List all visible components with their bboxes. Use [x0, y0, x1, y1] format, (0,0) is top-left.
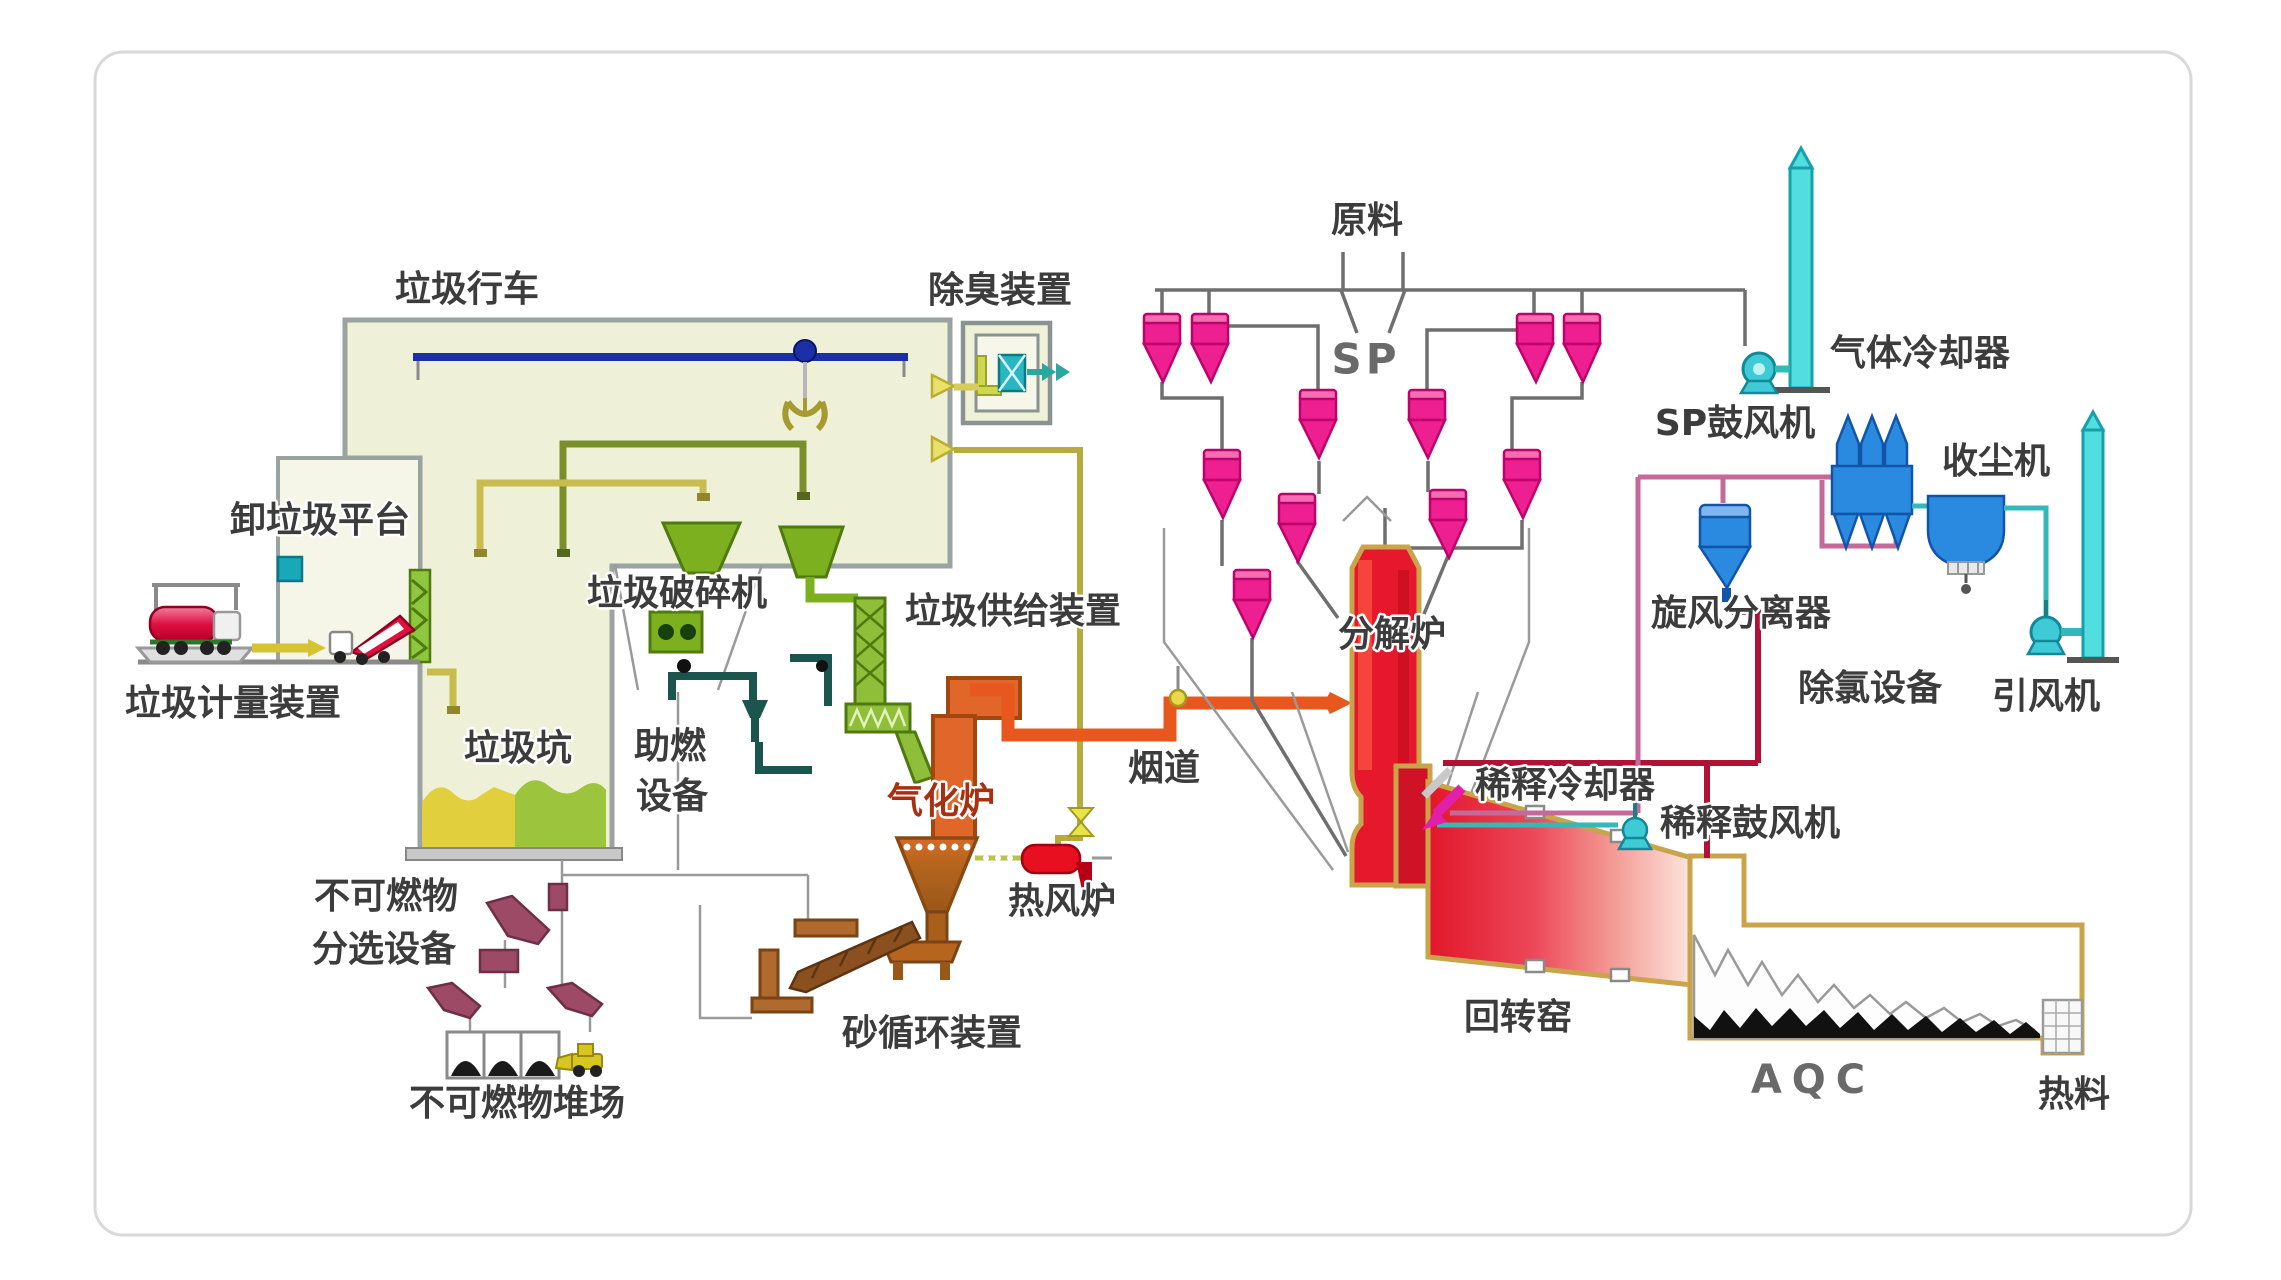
aqc-cooler	[1687, 853, 2085, 1056]
waste-plant-section: 垃圾行车 除臭装置 卸垃圾平台 垃圾计量装置 垃圾坑 垃圾破碎机 助燃 设备 垃…	[122, 267, 1352, 1127]
cement-kiln-section: 原料 SP 分解炉 稀释冷却器 稀释鼓风机 回转窑 AQC 热料 气体冷却器 S…	[1142, 144, 2119, 1118]
label-sand-circulation: 砂循环装置	[842, 1013, 1022, 1054]
pit-waste-yellow	[422, 787, 515, 848]
label-aqc: AQC	[1751, 1057, 1875, 1103]
tanker-truck-icon	[148, 605, 242, 655]
garbage-crane	[413, 339, 908, 432]
clinker-bed-white	[1692, 934, 2036, 1040]
wheel-loader-icon	[554, 1043, 603, 1077]
label-storage-yard: 不可燃物堆场	[409, 1083, 625, 1124]
combustion-aid-equipment	[668, 654, 832, 774]
label-deodorizer: 除臭装置	[928, 270, 1072, 311]
label-combustion-aid-2: 设备	[636, 776, 709, 817]
label-crusher: 垃圾破碎机	[587, 573, 767, 614]
label-sorting-2: 分选设备	[312, 929, 457, 970]
label-hot-clinker: 热料	[2038, 1074, 2110, 1115]
label-feeder: 垃圾供给装置	[905, 591, 1121, 632]
pit-base	[405, 847, 623, 861]
label-raw-material: 原料	[1331, 200, 1403, 241]
label-chlorine-removal: 除氯设备	[1798, 668, 1943, 709]
deodorizer-unit	[960, 320, 1070, 426]
label-garbage-crane: 垃圾行车	[395, 269, 539, 310]
label-hot-blast-stove: 热风炉	[1008, 881, 1116, 922]
label-sorting-1: 不可燃物	[314, 876, 458, 917]
label-dilution-blower: 稀释鼓风机	[1660, 803, 1840, 844]
label-sp: SP	[1331, 335, 1400, 384]
dilution-cooler-piping	[1421, 474, 1899, 858]
bunker-exhaust-pipes	[427, 440, 810, 714]
label-unload-platform: 卸垃圾平台	[230, 500, 410, 541]
platform-sensor	[276, 555, 304, 583]
label-rotary-kiln: 回转窑	[1464, 997, 1572, 1038]
wall-vent-arrows	[930, 372, 1083, 812]
dump-truck-icon	[328, 614, 417, 665]
crane-grab-icon	[782, 398, 828, 432]
crane-trolley	[793, 339, 817, 363]
chlorine-removal-baghouse	[1830, 412, 1914, 552]
weighing-area	[134, 583, 420, 665]
weighbridge	[134, 646, 256, 664]
induced-draft-fan	[2025, 408, 2119, 663]
label-dust-collector: 收尘机	[1942, 441, 2050, 482]
label-gas-cooler: 气体冷却器	[1830, 333, 2011, 374]
hot-blast-stove	[1020, 807, 1112, 890]
label-gasifier: 气化炉	[887, 781, 995, 822]
pit-entry-door	[408, 568, 432, 664]
flue-duct	[970, 666, 1352, 742]
sp-blower	[1738, 351, 1790, 395]
label-weighing-device: 垃圾计量装置	[125, 683, 341, 724]
label-induced-draft-fan: 引风机	[1992, 676, 2100, 717]
label-dilution-cooler: 稀释冷却器	[1475, 765, 1656, 806]
label-garbage-pit: 垃圾坑	[464, 727, 572, 769]
label-combustion-aid-1: 助燃	[634, 726, 707, 767]
label-cyclone-separator: 旋风分离器	[1651, 593, 1832, 634]
dust-collector-unit	[1912, 494, 2049, 640]
garbage-crusher	[613, 521, 846, 870]
label-calciner: 分解炉	[1338, 614, 1446, 655]
noncombustible-sorting	[425, 860, 810, 1032]
pit-waste-green	[515, 780, 606, 848]
clinker-bed-black	[1694, 1008, 2040, 1038]
dilution-blower	[1616, 803, 1654, 851]
hot-clinker-outlet	[2041, 998, 2084, 1055]
cyclone-separator	[1697, 503, 1753, 602]
noncombustible-yard	[445, 1030, 603, 1080]
sand-circulation	[750, 918, 922, 1014]
gas-cooler-stack	[1772, 144, 1830, 393]
label-flue: 烟道	[1128, 748, 1200, 789]
label-sp-blower: SP鼓风机	[1655, 403, 1815, 444]
road-arrow-icon	[252, 639, 326, 657]
